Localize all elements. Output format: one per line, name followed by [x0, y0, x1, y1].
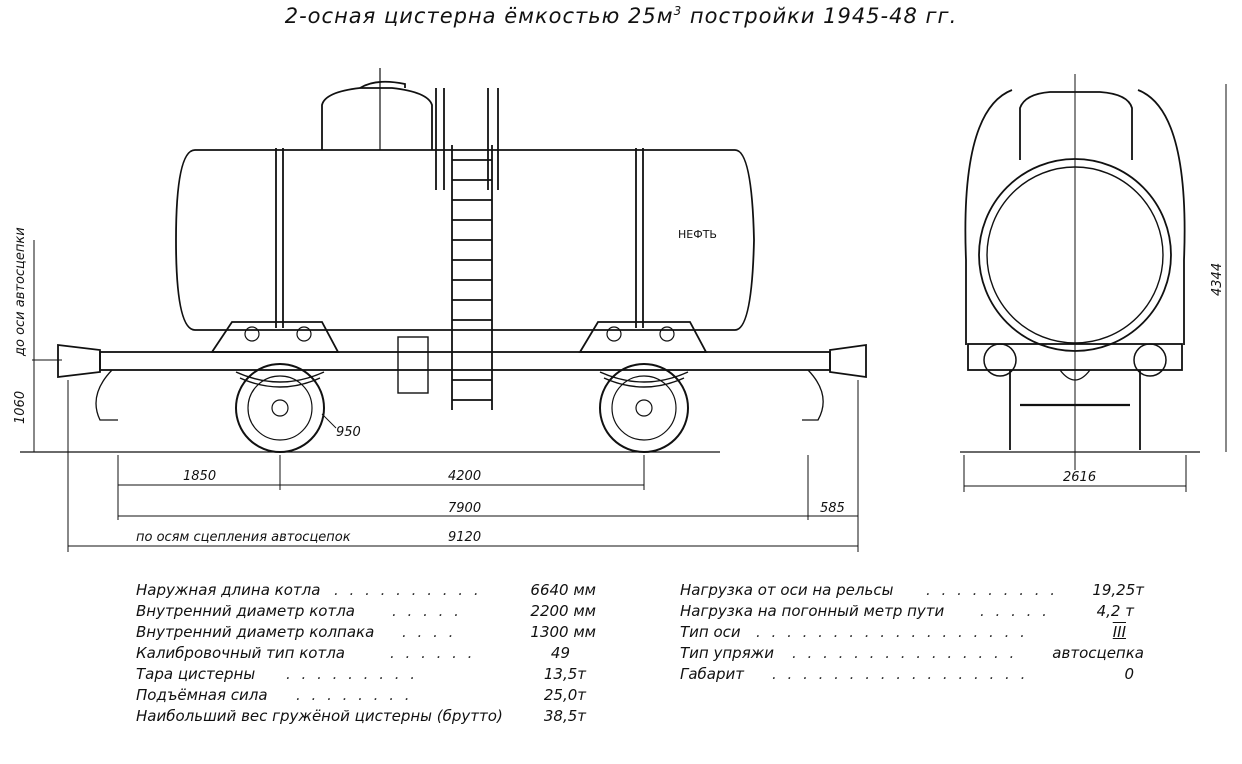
ladder: [435, 88, 499, 410]
title-main: 2-осная цистерна ёмкостью 25м: [284, 4, 674, 28]
front-handrail-left: [964, 89, 1013, 345]
drawing-title: 2-осная цистерна ёмкостью 25м3 постройки…: [0, 4, 1242, 28]
drain-valve: [397, 336, 429, 394]
spec-value: 0: [1124, 665, 1134, 683]
brake-hose-left: [95, 369, 118, 421]
spec-label: Нагрузка на погонный метр пути: [680, 602, 945, 620]
spec-value: 2200 мм: [530, 602, 596, 620]
spec-label: Наибольший вес гружёной цистерны (брутто…: [136, 707, 503, 725]
coupler-left: [57, 343, 101, 379]
total-length-dim: 9120: [448, 530, 481, 545]
spec-value: 38,5т: [543, 707, 586, 725]
front-buffer-right: [1133, 343, 1167, 377]
spec-value: 4,2 т: [1096, 602, 1134, 620]
coupler-protrusion-dim: 585: [820, 501, 845, 516]
spec-row: Тип оси . . . . . . . . . . . . . . . . …: [680, 623, 1126, 641]
front-dome: [1019, 91, 1133, 160]
spec-label: Тип оси: [680, 623, 741, 641]
front-view: [960, 89, 1200, 453]
spec-label: Тара цистерны: [136, 665, 256, 683]
wheelbase-dim: 4200: [448, 469, 481, 484]
spec-value: автосцепка: [1052, 644, 1144, 662]
spec-row: Тара цистерны . . . . . . . . . 13,5т: [136, 665, 586, 683]
brake-hose-right: [802, 369, 824, 421]
spec-label: Наружная длина котла: [136, 581, 321, 599]
wheel-left: [235, 363, 325, 453]
frame-length-dim: 7900: [448, 501, 481, 516]
wheel-right: [599, 363, 689, 453]
coupler-axes-label: по осям сцепления автосцепок: [136, 530, 351, 545]
front-buffer-left: [983, 343, 1017, 377]
spec-row: Габарит . . . . . . . . . . . . . . . . …: [680, 665, 1134, 683]
tank-body: [175, 149, 755, 331]
spec-row: Тип упряжи . . . . . . . . . . . . . . .…: [680, 644, 1144, 662]
dome-lid: [359, 80, 406, 89]
specs-left: Наружная длина котла . . . . . . . . . .…: [136, 581, 596, 728]
specs-right: Нагрузка от оси на рельсы . . . . . . . …: [680, 581, 1144, 686]
spec-label: Подъёмная сила: [136, 686, 268, 704]
height-dim: 4344: [1210, 263, 1225, 296]
spec-value: III: [1112, 623, 1126, 641]
spec-value: 6640 мм: [530, 581, 596, 599]
spec-value: 19,25т: [1092, 581, 1144, 599]
spec-value: 13,5т: [543, 665, 586, 683]
tank-dome: [321, 87, 433, 150]
overhang-dim: 1850: [183, 469, 216, 484]
front-dimensions: [963, 74, 1227, 492]
spec-row: Подъёмная сила . . . . . . . . 25,0т: [136, 686, 586, 704]
spec-label: Тип упряжи: [680, 644, 774, 662]
cargo-label: НЕФТЬ: [678, 228, 717, 241]
spec-row: Внутренний диаметр колпака . . . . 1300 …: [136, 623, 596, 641]
spec-row: Нагрузка от оси на рельсы . . . . . . . …: [680, 581, 1144, 599]
spec-label: Габарит: [680, 665, 744, 683]
spec-label: Нагрузка от оси на рельсы: [680, 581, 894, 599]
spec-row: Нагрузка на погонный метр пути . . . . .…: [680, 602, 1134, 620]
title-tail: постройки 1945-48 гг.: [682, 4, 958, 28]
side-dimensions: [33, 240, 859, 552]
title-sup: 3: [673, 4, 683, 18]
width-dim: 2616: [1063, 470, 1096, 485]
underframe: [99, 351, 831, 371]
spec-row: Калибровочный тип котла . . . . . . 49: [136, 644, 570, 662]
wheel-diameter-dim: 950: [336, 425, 361, 440]
spec-value: 49: [550, 644, 570, 662]
coupler-height-dim: 1060: [13, 391, 28, 424]
spec-value: 25,0т: [543, 686, 586, 704]
front-handrail-right: [1137, 89, 1186, 345]
spec-row: Наибольший вес гружёной цистерны (брутто…: [136, 707, 596, 728]
side-view: [20, 68, 867, 453]
cradle-left: [210, 321, 340, 353]
spec-row: Наружная длина котла . . . . . . . . . .…: [136, 581, 596, 599]
spec-label: Внутренний диаметр котла: [136, 602, 355, 620]
spec-label: Внутренний диаметр колпака: [136, 623, 375, 641]
coupler-right: [829, 343, 867, 379]
axis-height-label: до оси автосцепки: [13, 227, 28, 357]
spec-value: 1300 мм: [530, 623, 596, 641]
spec-row: Внутренний диаметр котла . . . . . 2200 …: [136, 602, 596, 620]
spec-label: Калибровочный тип котла: [136, 644, 345, 662]
